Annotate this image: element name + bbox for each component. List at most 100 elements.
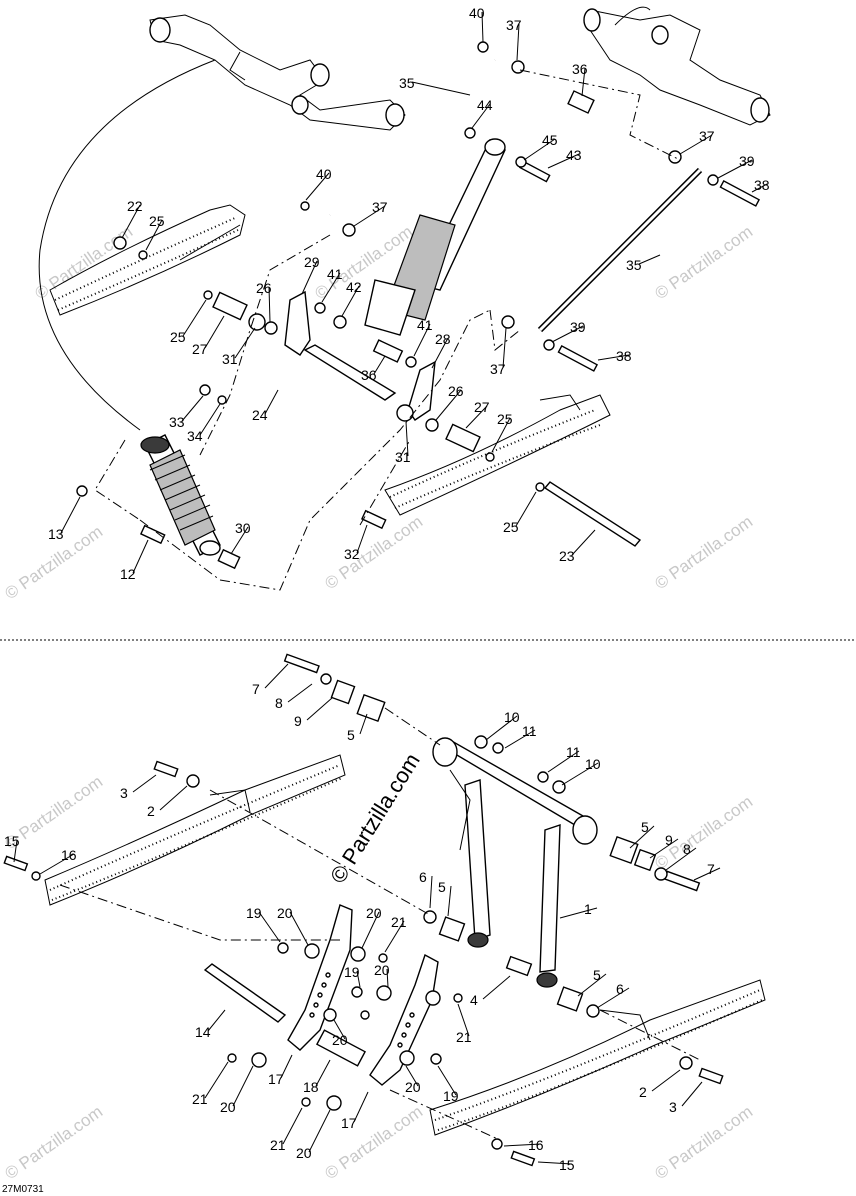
callout-label: 43	[566, 147, 582, 163]
callout-label: 38	[616, 348, 632, 364]
watermark: © Partzilla.com	[651, 222, 756, 303]
washer-20-d	[425, 990, 441, 1006]
callout-leader	[182, 299, 207, 337]
watermark: © Partzilla.com	[651, 512, 756, 593]
rail-lower-right	[429, 979, 766, 1136]
callout-label: 20	[405, 1079, 421, 1095]
washer-16-right	[491, 1138, 503, 1150]
figure-reference: 27M0731	[2, 1184, 44, 1195]
washer-41-right	[405, 356, 417, 368]
bushing-37-right	[668, 150, 682, 164]
washer-26-left	[264, 321, 278, 335]
spacer-27-left	[212, 291, 248, 321]
callout-label: 5	[641, 819, 649, 835]
callout-leader	[204, 315, 225, 349]
callout-label: 20	[332, 1032, 348, 1048]
callout-leader	[502, 327, 507, 369]
frame-tube-right	[583, 6, 771, 126]
callout-label: 20	[296, 1145, 312, 1161]
callout-label: 1	[584, 901, 592, 917]
callout-leader	[308, 1109, 331, 1153]
callout-leader	[471, 103, 491, 129]
alignment-line	[489, 309, 521, 351]
spacer-36-mid	[372, 339, 404, 363]
callout-label: 8	[683, 841, 691, 857]
bolt-15-right	[510, 1150, 536, 1167]
callout-label: 34	[187, 428, 203, 444]
callout-label: 2	[639, 1084, 647, 1100]
rail-lower-left	[44, 754, 346, 906]
callout-label: 41	[327, 266, 343, 282]
plate-holes	[309, 972, 415, 1048]
callout-label: 19	[246, 905, 262, 921]
callout-leader	[341, 285, 360, 317]
callout-label: 8	[275, 695, 283, 711]
callout-label: 31	[222, 351, 238, 367]
callout-leader	[121, 204, 141, 239]
callout-leader	[751, 183, 768, 193]
bolt-38-top	[719, 180, 761, 207]
callout-label: 12	[120, 566, 136, 582]
callout-label: 25	[149, 213, 165, 229]
washer-20-a	[304, 943, 320, 959]
bolt-7-right	[663, 870, 701, 892]
nut-20-e	[323, 1008, 337, 1022]
callout-leader	[429, 875, 433, 909]
callout-label: 21	[456, 1029, 472, 1045]
shaft-18	[315, 1029, 367, 1067]
callout-leader	[577, 973, 607, 997]
callout-label: 14	[195, 1024, 211, 1040]
washer-2-left	[186, 774, 200, 788]
callout-leader	[333, 1019, 346, 1040]
washer-39-top	[707, 174, 719, 186]
bogie-plate-17-right	[369, 953, 439, 1086]
callout-label: 25	[497, 411, 513, 427]
nut-21-b	[453, 993, 463, 1003]
callout-leader	[693, 867, 721, 881]
callout-label: 24	[252, 407, 268, 423]
callout-leader	[301, 260, 318, 295]
callout-leader	[437, 1065, 457, 1096]
callout-leader	[287, 683, 313, 703]
bolt-19-c	[430, 1053, 442, 1065]
callout-label: 16	[528, 1137, 544, 1153]
bolt-32	[360, 509, 387, 530]
callout-label: 44	[477, 97, 493, 113]
callout-label: 11	[522, 723, 537, 739]
callout-leader	[503, 1143, 542, 1147]
bushing-37-right2	[501, 315, 515, 329]
bolt-7-top	[283, 653, 320, 674]
bushing-4	[505, 955, 533, 977]
washer-39-mid	[543, 339, 555, 351]
nut-44	[464, 127, 476, 139]
alignment-line	[139, 309, 491, 591]
callout-leader	[405, 1065, 419, 1087]
washer-25-d	[535, 482, 545, 492]
watermark-main: © Partzilla.com	[325, 749, 425, 888]
callout-leader	[289, 911, 309, 946]
callouts-upper: 4037363544454337393840372225294142263525…	[48, 5, 770, 582]
callout-label: 42	[346, 279, 362, 295]
callout-leader	[282, 1107, 303, 1145]
rod-14	[203, 963, 287, 1023]
bushing-37-top	[511, 60, 525, 74]
washer-20-c	[376, 985, 392, 1001]
callout-leader	[13, 839, 18, 863]
callout-label: 32	[344, 546, 360, 562]
callout-leader	[204, 1061, 229, 1099]
callout-label: 19	[344, 964, 360, 980]
bearing-31-left	[248, 313, 266, 331]
callout-label: 5	[347, 727, 355, 743]
callout-label: 20	[277, 905, 293, 921]
callout-label: 21	[391, 914, 407, 930]
nut-33	[199, 384, 211, 396]
callout-leader	[638, 254, 661, 265]
alignment-line	[359, 439, 411, 526]
callout-leader	[651, 1069, 681, 1092]
callout-leader	[547, 153, 580, 169]
bogie-plate-17-left	[287, 904, 353, 1051]
callout-leader	[411, 81, 471, 96]
callout-leader	[537, 1161, 573, 1165]
callout-label: 25	[170, 329, 186, 345]
